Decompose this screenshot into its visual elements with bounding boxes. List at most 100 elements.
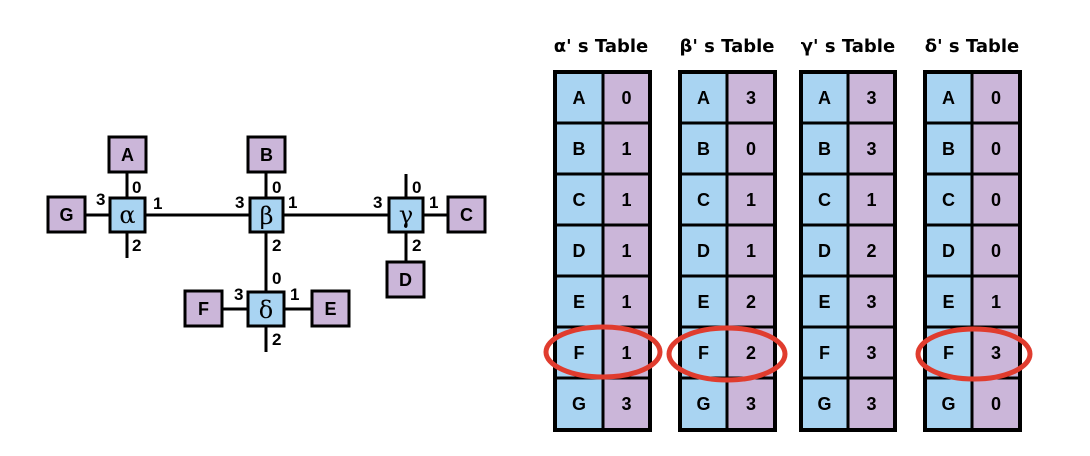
text-beta-dest-6: G: [696, 394, 710, 414]
text-beta-port-5: 2: [746, 343, 756, 363]
host-g-box: [46, 195, 87, 234]
host-b-label: B: [260, 145, 273, 165]
highlight-delta-row-f: [915, 326, 1033, 382]
forwarding-tables: α' s Table A 0 B 1 C 1 D 1 E 1 F 1: [543, 36, 1033, 432]
text-alpha-dest-4: E: [573, 292, 585, 312]
port-gamma-up: 0: [412, 178, 421, 197]
table-delta-border: [923, 70, 1022, 432]
text-alpha-dest-5: F: [574, 343, 585, 363]
host-d-box: [385, 260, 426, 299]
text-beta-dest-5: F: [698, 343, 709, 363]
text-delta-dest-6: G: [941, 394, 955, 414]
text-beta-port-0: 3: [746, 88, 756, 108]
host-e-label: E: [324, 299, 336, 319]
text-gamma-port-2: 1: [866, 190, 876, 210]
port-alpha-up: 0: [132, 178, 141, 197]
text-alpha-dest-0: A: [573, 88, 586, 108]
text-alpha-port-5: 1: [621, 343, 631, 363]
switch-alpha-label: α: [119, 201, 135, 229]
text-delta-port-0: 0: [991, 88, 1001, 108]
text-beta-port-6: 3: [746, 394, 756, 414]
cell-gamma-port-6: [846, 376, 897, 432]
port-alpha-left: 3: [96, 190, 105, 209]
table-alpha: α' s Table A 0 B 1 C 1 D 1 E 1 F 1: [543, 36, 663, 432]
table-beta: β' s Table A 3 B 0 C 1 D 1 E 2 F 2: [666, 36, 788, 432]
table-gamma-title: γ' s Table: [801, 36, 895, 57]
text-alpha-dest-3: D: [573, 241, 586, 261]
cell-delta-port-4: [970, 274, 1022, 329]
table-alpha-title: α' s Table: [554, 36, 649, 57]
text-alpha-dest-1: B: [573, 139, 586, 159]
text-gamma-port-3: 2: [866, 241, 876, 261]
cell-gamma-port-2: [846, 172, 897, 227]
port-delta-up: 0: [272, 269, 281, 288]
text-beta-dest-4: E: [697, 292, 709, 312]
port-beta-left: 3: [235, 193, 244, 212]
text-beta-dest-0: A: [697, 88, 710, 108]
switch-beta-label: β: [260, 202, 274, 230]
highlight-beta-row-f: [666, 325, 788, 383]
port-gamma-left: 3: [373, 193, 382, 212]
text-alpha-dest-6: G: [572, 394, 586, 414]
host-g-label: G: [59, 205, 73, 225]
port-alpha-right: 1: [153, 194, 162, 213]
switch-delta-box: [246, 290, 286, 328]
cell-gamma-dest-3: [799, 223, 850, 278]
text-delta-dest-3: D: [942, 241, 955, 261]
switch-nodes: α β γ δ: [108, 196, 425, 328]
port-delta-left: 3: [234, 285, 243, 304]
switch-gamma-label: γ: [399, 201, 413, 229]
text-beta-dest-2: C: [697, 190, 710, 210]
text-delta-dest-4: E: [942, 292, 954, 312]
text-beta-dest-3: D: [697, 241, 710, 261]
text-alpha-port-2: 1: [621, 190, 631, 210]
text-gamma-dest-0: A: [818, 88, 831, 108]
table-beta-border: [678, 70, 777, 432]
port-labels: 0 1 2 3 0 1 2 3 0 1 2 3 0 1 2 3: [96, 178, 438, 349]
table-delta-title: δ' s Table: [925, 36, 1020, 57]
cell-beta-port-1: [725, 121, 777, 176]
text-beta-port-4: 2: [746, 292, 756, 312]
switch-beta-box: [248, 196, 285, 234]
host-f-label: F: [198, 299, 209, 319]
text-gamma-port-5: 3: [866, 343, 876, 363]
switch-alpha-box: [108, 196, 147, 234]
host-f-box: [183, 289, 224, 328]
text-beta-port-2: 1: [746, 190, 756, 210]
text-gamma-dest-5: F: [819, 343, 830, 363]
text-beta-dest-1: B: [697, 139, 710, 159]
cell-beta-port-2: [725, 172, 777, 227]
text-gamma-dest-4: E: [818, 292, 830, 312]
table-gamma: γ' s Table A 3 B 3 C 1 D 2 E 3 F 3: [799, 36, 897, 432]
topology-wires: [85, 172, 448, 352]
text-delta-dest-1: B: [942, 139, 955, 159]
text-alpha-port-0: 0: [621, 88, 631, 108]
text-delta-port-6: 0: [991, 394, 1001, 414]
text-delta-port-4: 1: [991, 292, 1001, 312]
text-alpha-dest-2: C: [573, 190, 586, 210]
text-gamma-port-4: 3: [866, 292, 876, 312]
host-c-box: [446, 195, 487, 234]
text-delta-port-2: 0: [991, 190, 1001, 210]
cell-gamma-dest-1: [799, 121, 850, 176]
port-delta-down: 2: [272, 330, 281, 349]
host-b-box: [246, 135, 287, 174]
text-delta-dest-0: A: [942, 88, 955, 108]
port-gamma-right: 1: [429, 193, 438, 212]
text-alpha-port-6: 3: [621, 394, 631, 414]
switch-gamma-box: [387, 196, 425, 234]
cell-alpha-port-4: [601, 274, 652, 329]
text-delta-port-3: 0: [991, 241, 1001, 261]
text-beta-port-1: 0: [746, 139, 756, 159]
text-delta-dest-2: C: [942, 190, 955, 210]
highlight-alpha-row-f: [543, 324, 663, 380]
host-d-label: D: [399, 270, 412, 290]
text-alpha-port-1: 1: [621, 139, 631, 159]
cell-gamma-dest-2: [799, 172, 850, 227]
text-alpha-port-4: 1: [621, 292, 631, 312]
text-gamma-dest-2: C: [818, 190, 831, 210]
port-alpha-down: 2: [132, 236, 141, 255]
host-c-label: C: [460, 205, 473, 225]
